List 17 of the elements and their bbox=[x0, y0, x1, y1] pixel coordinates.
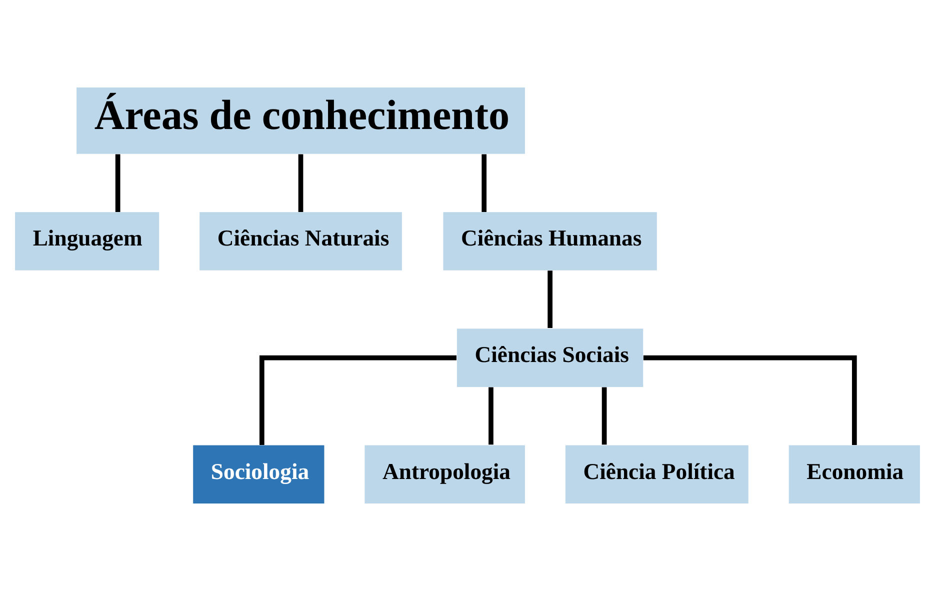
connector bbox=[259, 355, 456, 445]
connector bbox=[298, 154, 304, 212]
node-box: Ciência Política bbox=[565, 445, 748, 504]
connector bbox=[643, 355, 857, 445]
node-box: Antropologia bbox=[364, 445, 525, 504]
node-box: Ciências Humanas bbox=[443, 212, 657, 270]
node-box: Economia bbox=[788, 445, 920, 504]
node-box: Áreas de conhecimento bbox=[76, 87, 525, 154]
node-box: Linguagem bbox=[15, 212, 160, 270]
node-box: Sociologia bbox=[193, 445, 324, 504]
connector bbox=[115, 154, 120, 212]
node-box: Ciências Sociais bbox=[456, 328, 644, 387]
connector bbox=[602, 387, 607, 445]
node-box: Ciências Naturais bbox=[200, 212, 402, 270]
connector bbox=[548, 270, 552, 328]
connector bbox=[488, 387, 494, 445]
connector bbox=[482, 154, 487, 212]
